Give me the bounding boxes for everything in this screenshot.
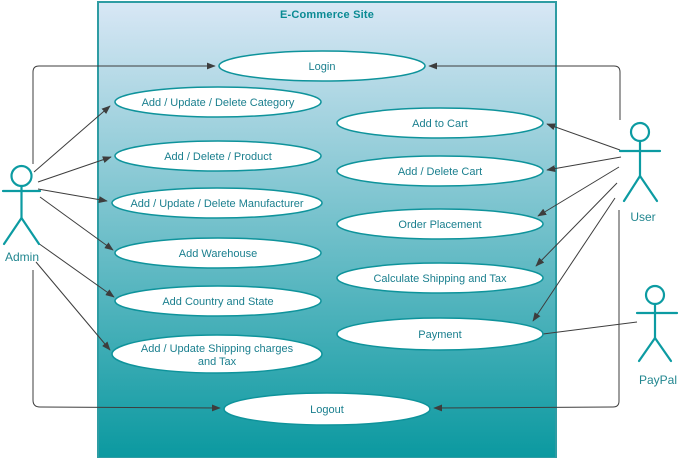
actor-user-leg-right bbox=[638, 174, 659, 203]
usecase-category-shape[interactable] bbox=[114, 86, 322, 118]
usecase-country-state-label: Add Country and State bbox=[162, 296, 273, 308]
usecase-category-label: Add / Update / Delete Category bbox=[142, 97, 295, 109]
diagram-title: E-Commerce Site bbox=[279, 9, 375, 21]
usecase-warehouse-shape[interactable] bbox=[114, 237, 322, 269]
usecase-product-shape[interactable] bbox=[114, 140, 322, 172]
usecase-country-state-shape[interactable] bbox=[114, 285, 322, 317]
connector-admin-product bbox=[37, 156, 112, 183]
usecase-payment-label: Payment bbox=[418, 329, 461, 341]
connector-user-payment bbox=[532, 197, 616, 322]
connector-user-order-placement bbox=[537, 166, 620, 217]
usecase-product-label: Add / Delete / Product bbox=[164, 151, 272, 163]
connector-admin-manufacturer bbox=[37, 188, 108, 204]
actor-user[interactable] bbox=[618, 121, 662, 203]
usecase-logout[interactable]: Logout bbox=[223, 392, 431, 426]
usecase-login[interactable]: Login bbox=[218, 50, 426, 82]
actor-admin-leg-right bbox=[20, 216, 41, 246]
usecase-payment-shape[interactable] bbox=[336, 317, 544, 351]
usecase-logout-shape[interactable] bbox=[223, 392, 431, 426]
usecase-calculate-shipping[interactable]: Calculate Shipping and Tax bbox=[336, 262, 544, 294]
usecase-manufacturer-shape[interactable] bbox=[111, 187, 323, 219]
actor-paypal-leg-left bbox=[637, 336, 657, 363]
usecase-warehouse[interactable]: Add Warehouse bbox=[114, 237, 322, 269]
connector-paypal-payment bbox=[542, 321, 638, 335]
connector-user-login bbox=[428, 62, 621, 120]
usecase-warehouse-label: Add Warehouse bbox=[179, 248, 257, 260]
connector-user-logout bbox=[433, 210, 620, 412]
usecase-product[interactable]: Add / Delete / Product bbox=[114, 140, 322, 172]
connector-user-calculate-shipping bbox=[535, 182, 618, 267]
usecase-login-label: Login bbox=[309, 61, 336, 73]
actor-admin-head[interactable] bbox=[10, 164, 33, 188]
usecase-payment[interactable]: Payment bbox=[336, 317, 544, 351]
usecase-add-to-cart-shape[interactable] bbox=[336, 107, 544, 139]
actor-user-head[interactable] bbox=[629, 121, 651, 143]
usecase-add-delete-cart[interactable]: Add / Delete Cart bbox=[336, 155, 544, 187]
usecase-shipping-charges-shape[interactable] bbox=[111, 334, 323, 374]
connector-admin-category bbox=[33, 105, 111, 173]
usecase-calculate-shipping-label: Calculate Shipping and Tax bbox=[373, 273, 507, 285]
usecase-country-state[interactable]: Add Country and State bbox=[114, 285, 322, 317]
connector-user-add-delete-cart bbox=[546, 156, 622, 173]
connector-admin-warehouse bbox=[39, 196, 114, 251]
usecase-calculate-shipping-shape[interactable] bbox=[336, 262, 544, 294]
actor-admin-leg-left bbox=[2, 216, 23, 246]
usecase-category[interactable]: Add / Update / Delete Category bbox=[114, 86, 322, 118]
connector-user-add-to-cart bbox=[546, 123, 621, 151]
connector-admin-shipping-charges bbox=[35, 261, 111, 351]
usecase-add-to-cart-label: Add to Cart bbox=[412, 118, 468, 130]
actor-user-label: User bbox=[630, 210, 655, 224]
connector-admin-logout bbox=[32, 270, 221, 412]
usecase-order-placement-shape[interactable] bbox=[336, 208, 544, 240]
actor-paypal-label: PayPal bbox=[639, 373, 677, 387]
connector-admin-login bbox=[32, 62, 216, 164]
usecase-logout-label: Logout bbox=[310, 404, 344, 416]
actor-admin[interactable] bbox=[1, 164, 42, 246]
actor-user-leg-left bbox=[622, 174, 642, 203]
usecase-manufacturer[interactable]: Add / Update / Delete Manufacturer bbox=[111, 187, 323, 219]
usecase-login-shape[interactable] bbox=[218, 50, 426, 82]
actor-admin-label: Admin bbox=[5, 250, 39, 264]
connector-admin-country-state bbox=[37, 242, 115, 298]
actor-paypal-leg-right bbox=[653, 336, 673, 363]
usecase-order-placement[interactable]: Order Placement bbox=[336, 208, 544, 240]
usecase-add-delete-cart-label: Add / Delete Cart bbox=[398, 166, 482, 178]
usecase-manufacturer-label: Add / Update / Delete Manufacturer bbox=[130, 198, 303, 210]
usecase-add-to-cart[interactable]: Add to Cart bbox=[336, 107, 544, 139]
usecase-add-delete-cart-shape[interactable] bbox=[336, 155, 544, 187]
actor-paypal[interactable] bbox=[635, 284, 679, 363]
actor-paypal-head[interactable] bbox=[644, 284, 666, 306]
usecase-order-placement-label: Order Placement bbox=[398, 219, 481, 231]
